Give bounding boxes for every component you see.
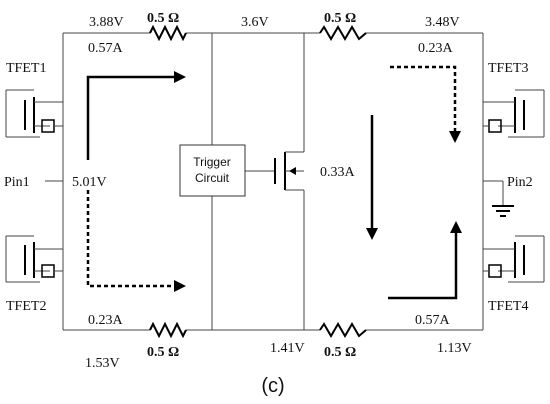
ground-icon [492,205,514,217]
label-tfet2: TFET2 [6,299,46,314]
voltage-top-right: 3.48V [425,15,460,30]
arrow-right-bottom [388,232,458,300]
tfet2-symbol [5,235,63,283]
current-center: 0.33A [320,165,356,180]
label-tfet1: TFET1 [6,61,46,76]
resistor-bottom-left [149,321,187,339]
tfet4-symbol [483,235,545,283]
voltage-top-left: 3.88V [89,15,124,30]
resistor-bottom-right [319,322,367,338]
resistor-top-left [149,24,187,42]
label-pin2: Pin2 [507,175,533,190]
trigger-label-line2: Circuit [195,171,230,185]
arrow-left-bottom [86,190,176,288]
trigger-circuit-box [179,144,246,197]
voltage-top-mid: 3.6V [241,15,269,30]
trigger-label-line1: Trigger [193,155,231,169]
label-pin1: Pin1 [4,175,30,190]
label-tfet4: TFET4 [488,299,528,314]
center-transistor [274,151,304,191]
arrow-right-top [390,65,457,132]
voltage-bottom-left: 1.53V [85,356,120,371]
arrow-left-top [86,75,176,160]
wires [45,32,504,331]
current-bottom-left: 0.23A [88,313,124,328]
voltage-bottom-right: 1.13V [437,341,472,356]
resistor-label-top-right: 0.5 Ω [324,11,356,26]
voltage-pin1: 5.01V [72,175,107,190]
voltage-bottom-mid: 1.41V [270,341,305,356]
resistor-label-top-left: 0.5 Ω [147,11,179,26]
tfet1-symbol [5,89,63,138]
current-arrows [86,65,462,300]
resistor-label-bottom-left: 0.5 Ω [147,345,179,360]
current-bottom-right: 0.57A [415,313,451,328]
tfet3-symbol [483,89,545,138]
resistor-top-right [319,25,367,41]
current-top-left: 0.57A [88,41,124,56]
current-top-right: 0.23A [418,41,454,56]
resistor-label-bottom-right: 0.5 Ω [324,345,356,360]
label-tfet3: TFET3 [488,61,528,76]
figure-caption: (c) [261,375,284,397]
